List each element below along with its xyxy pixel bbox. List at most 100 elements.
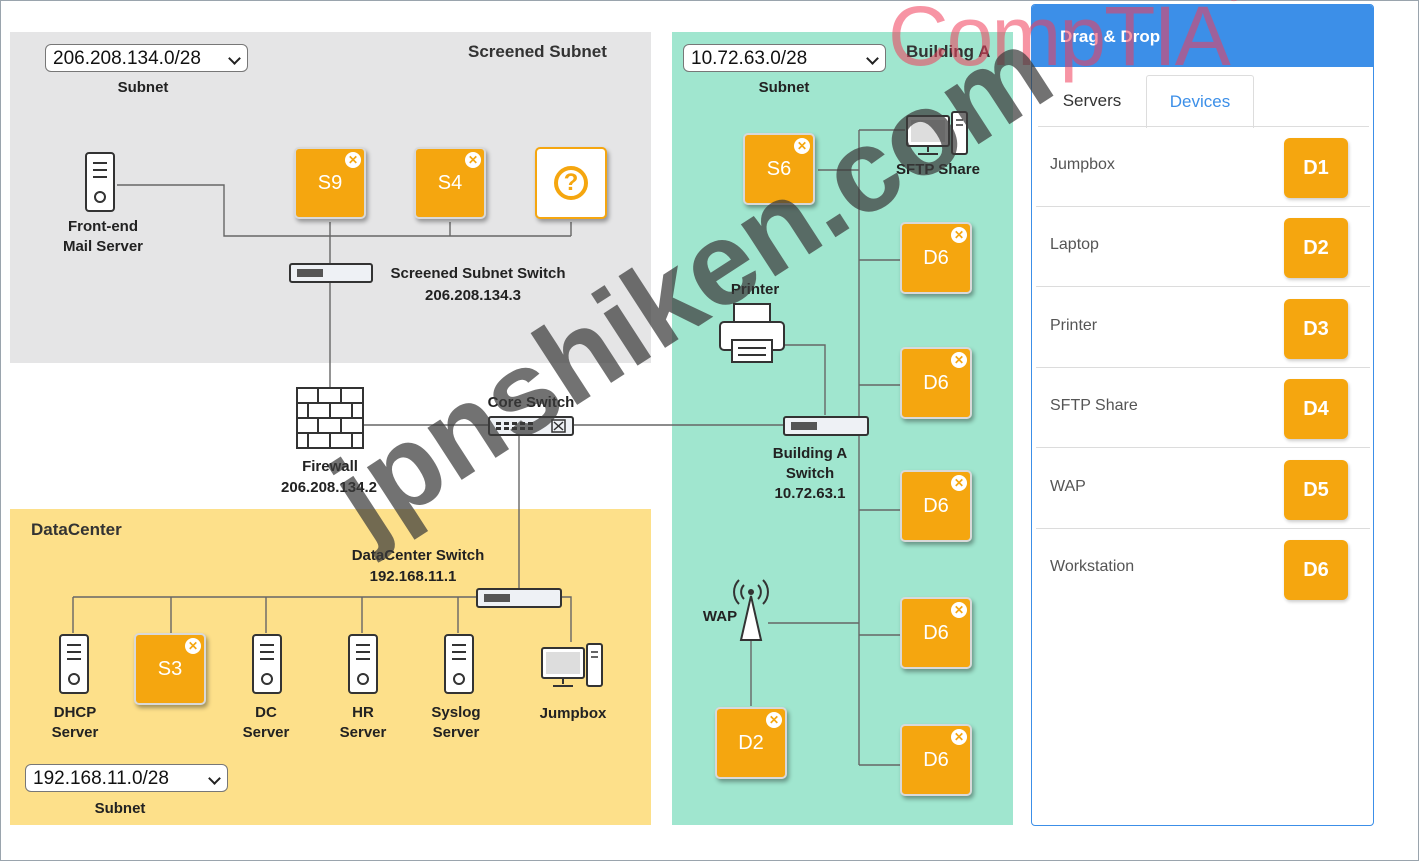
building-a-switch-label-line1: Building A [772, 445, 848, 462]
building-a-subnet-value: 10.72.63.0/28 [691, 48, 808, 69]
remove-icon[interactable]: ✕ [345, 152, 361, 168]
slot-d6-label: D6 [923, 246, 949, 269]
dc-server-icon [252, 634, 282, 694]
screened-switch-name: Screened Subnet Switch [390, 265, 566, 282]
tab-divider [1038, 126, 1369, 127]
device-name: SFTP Share [1050, 397, 1138, 414]
device-chip-d5[interactable]: D5 [1284, 460, 1348, 520]
datacenter-switch-name: DataCenter Switch [351, 547, 485, 564]
slot-d6-2[interactable]: D6 ✕ [900, 347, 972, 419]
jumpbox-computer-icon [541, 643, 603, 687]
hr-server-label-line1: HR [352, 704, 374, 721]
device-row-sftp-share: SFTP Share D4 [1036, 367, 1370, 448]
slot-s3-label: S3 [157, 657, 183, 680]
tab-servers[interactable]: Servers [1062, 91, 1122, 110]
datacenter-title: DataCenter [31, 520, 122, 539]
datacenter-subnet-select[interactable]: 192.168.11.0/28 [25, 764, 228, 792]
mail-server-icon [85, 152, 115, 212]
question-icon: ? [554, 166, 588, 200]
building-a-switch-label: Building A Switch 10.72.63.1 [760, 444, 860, 504]
printer-label: Printer [730, 281, 780, 298]
slot-s6[interactable]: S6 ✕ [743, 133, 815, 205]
slot-d6-label: D6 [923, 621, 949, 644]
mail-server-label: Front-end Mail Server [43, 217, 163, 257]
datacenter-subnet-value: 192.168.11.0/28 [33, 768, 169, 789]
screened-subnet-value: 206.208.134.0/28 [53, 48, 201, 69]
device-chip-d6[interactable]: D6 [1284, 540, 1348, 600]
screened-subnet-select[interactable]: 206.208.134.0/28 [45, 44, 248, 72]
slot-d6-label: D6 [923, 494, 949, 517]
remove-icon[interactable]: ✕ [465, 152, 481, 168]
screened-subnet-title: Screened Subnet [468, 42, 607, 61]
dc-server-label-line2: Server [242, 724, 290, 741]
device-name: Printer [1050, 317, 1098, 334]
wap-label: WAP [702, 608, 738, 625]
device-name: WAP [1050, 478, 1086, 495]
device-chip-d1[interactable]: D1 [1284, 138, 1348, 198]
remove-icon[interactable]: ✕ [951, 352, 967, 368]
remove-icon[interactable]: ✕ [951, 227, 967, 243]
remove-icon[interactable]: ✕ [951, 475, 967, 491]
syslog-server-label-line2: Server [432, 724, 480, 741]
building-a-subnet-select[interactable]: 10.72.63.0/28 [683, 44, 886, 72]
hr-server-label: HR Server [323, 703, 403, 743]
slot-s3[interactable]: S3 ✕ [134, 633, 206, 705]
device-name: Jumpbox [1050, 156, 1115, 173]
slot-d6-label: D6 [923, 371, 949, 394]
building-a-title: Building A [906, 42, 991, 61]
slot-s4-label: S4 [437, 171, 463, 194]
device-row-wap: WAP D5 [1036, 448, 1370, 529]
datacenter-subnet-label: Subnet [94, 800, 146, 817]
core-switch-icon [488, 416, 574, 436]
drag-drop-panel: Drag & Drop Servers Devices Jumpbox D1 L… [1031, 4, 1374, 826]
remove-icon[interactable]: ✕ [951, 729, 967, 745]
dc-server-label-line1: DC [255, 704, 277, 721]
syslog-server-label: Syslog Server [416, 703, 496, 743]
dhcp-server-label-line1: DHCP [53, 704, 97, 721]
remove-icon[interactable]: ✕ [766, 712, 782, 728]
remove-icon[interactable]: ✕ [185, 638, 201, 654]
screened-switch-ip: 206.208.134.3 [425, 287, 521, 304]
device-name: Workstation [1050, 558, 1135, 575]
empty-drop-slot[interactable]: ? [535, 147, 607, 219]
building-a-switch-ip: 10.72.63.1 [774, 485, 846, 502]
firewall-icon [296, 387, 364, 449]
hr-server-label-line2: Server [339, 724, 387, 741]
device-chip-d3[interactable]: D3 [1284, 299, 1348, 359]
device-chip-d4[interactable]: D4 [1284, 379, 1348, 439]
jumpbox-label: Jumpbox [539, 705, 607, 722]
slot-d6-3[interactable]: D6 ✕ [900, 470, 972, 542]
dhcp-server-icon [59, 634, 89, 694]
slot-d6-4[interactable]: D6 ✕ [900, 597, 972, 669]
sftp-share-label: SFTP Share [896, 161, 980, 178]
building-a-switch-label-line2: Switch [785, 465, 835, 482]
remove-icon[interactable]: ✕ [951, 602, 967, 618]
slot-s9[interactable]: S9 ✕ [294, 147, 366, 219]
core-switch-name: Core Switch [487, 394, 575, 411]
mail-server-label-line1: Front-end [68, 218, 138, 235]
syslog-server-icon [444, 634, 474, 694]
wap-antenna-icon [733, 579, 769, 641]
datacenter-switch-ip: 192.168.11.1 [369, 568, 457, 585]
slot-d6-5[interactable]: D6 ✕ [900, 724, 972, 796]
chevron-down-icon [208, 772, 221, 785]
slot-d6-1[interactable]: D6 ✕ [900, 222, 972, 294]
drag-drop-header: Drag & Drop [1032, 5, 1373, 67]
mail-server-label-line2: Mail Server [62, 238, 144, 255]
device-row-jumpbox: Jumpbox D1 [1036, 126, 1370, 207]
building-a-subnet-label: Subnet [758, 79, 810, 96]
slot-d2[interactable]: D2 ✕ [715, 707, 787, 779]
device-row-laptop: Laptop D2 [1036, 206, 1370, 287]
screened-switch-icon [289, 263, 373, 283]
screened-subnet-label: Subnet [117, 79, 169, 96]
remove-icon[interactable]: ✕ [794, 138, 810, 154]
slot-d6-label: D6 [923, 748, 949, 771]
chevron-down-icon [866, 52, 879, 65]
firewall-name: Firewall [302, 458, 358, 475]
slot-s4[interactable]: S4 ✕ [414, 147, 486, 219]
tab-devices[interactable]: Devices [1146, 75, 1254, 128]
syslog-server-label-line1: Syslog [431, 704, 481, 721]
device-chip-d2[interactable]: D2 [1284, 218, 1348, 278]
slot-d2-label: D2 [738, 731, 764, 754]
